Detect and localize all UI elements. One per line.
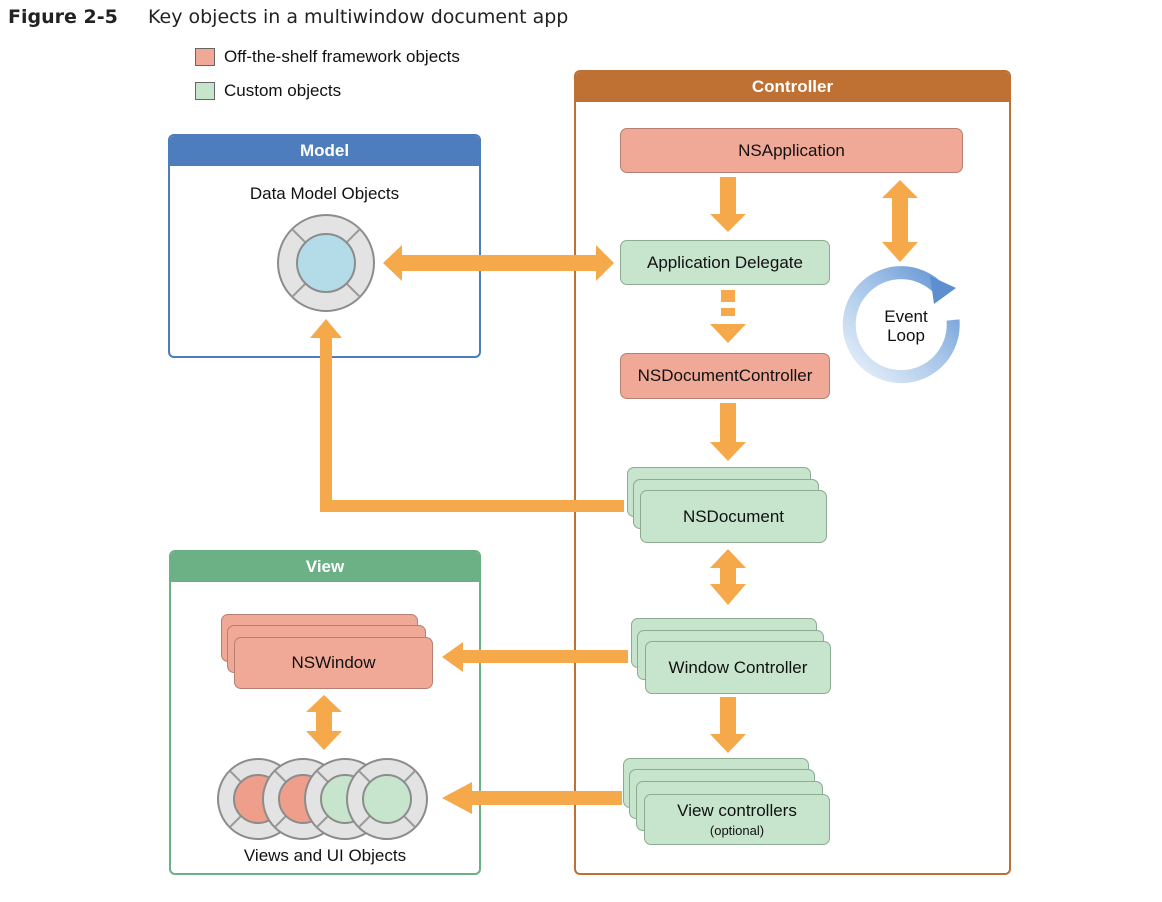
arrow-delegate-dash-2 [721,308,735,316]
arrow-windowcontroller-to-viewcontrollers [710,697,746,753]
app-delegate-node: Application Delegate [620,240,830,285]
legend-swatch-framework [195,48,215,66]
arrow-document-windowcontroller [710,549,746,605]
doc-controller-label: NSDocumentController [637,366,813,385]
doc-controller-node: NSDocumentController [620,353,830,399]
app-delegate-label: Application Delegate [647,252,803,272]
event-loop-label-line2: Loop [887,326,925,345]
arrow-model-delegate [383,245,614,281]
legend-swatch-custom [195,82,215,100]
arrow-windowcontroller-to-window [442,642,628,672]
controller-panel-title: Controller [576,72,1009,102]
view-panel-title: View [171,552,479,582]
model-panel-title: Model [170,136,479,166]
window-controller-node: Window Controller [645,641,831,694]
arrow-delegate-to-doccontroller [710,324,746,343]
arrow-delegate-dash-1 [721,290,735,302]
data-model-label: Data Model Objects [249,184,400,203]
model-panel: Model [168,134,481,358]
legend-label-framework: Off-the-shelf framework objects [224,47,460,66]
legend-label-custom: Custom objects [224,81,342,100]
arrow-app-eventloop [882,180,918,262]
view-controllers-note: (optional) [709,823,765,838]
ns-window-label: NSWindow [291,653,376,672]
data-model-object-icon [277,214,375,312]
view-controllers-node: View controllers (optional) [644,794,830,845]
ns-document-label: NSDocument [682,506,785,526]
arrow-app-to-delegate [710,177,746,232]
ns-window-node: NSWindow [234,637,433,689]
figure-title: Key objects in a multiwindow document ap… [148,6,569,28]
arrow-doccontroller-to-document [710,403,746,461]
arrow-viewcontrollers-to-views [442,782,622,814]
ns-application-label: NSApplication [738,140,845,160]
view-controllers-label: View controllers [677,801,797,820]
event-loop-icon [842,266,960,384]
ui-object-icon-4 [346,758,428,840]
figure-label: Figure 2-5 [8,6,118,28]
ns-application-node: NSApplication [620,128,963,173]
window-controller-label: Window Controller [668,657,808,677]
event-loop-label-line1: Event [884,307,928,326]
arrow-document-to-model [310,319,624,512]
ns-document-node: NSDocument [640,490,827,543]
arrow-window-views [306,695,342,750]
event-loop-label: Event Loop [866,307,946,345]
views-ui-label: Views and UI Objects [243,846,407,865]
